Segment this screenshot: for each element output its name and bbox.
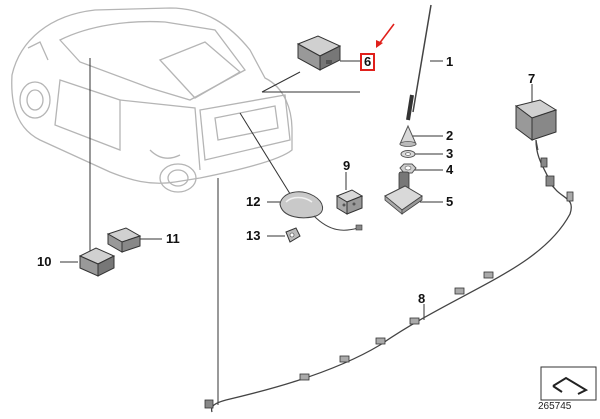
callout-2: 2 — [446, 128, 454, 143]
car-outline — [11, 7, 293, 193]
callout-13: 13 — [246, 228, 261, 243]
callout-6-highlighted: 6 — [360, 53, 376, 71]
diagram-symbol-icon — [540, 366, 597, 401]
callout-11: 11 — [166, 231, 180, 246]
diagram-number: 265745 — [538, 401, 572, 412]
antenna-module-icon — [296, 35, 342, 71]
callout-10: 10 — [37, 254, 52, 269]
clip-icon — [285, 227, 301, 243]
bracket-icon — [335, 189, 364, 215]
callout-1: 1 — [446, 54, 454, 69]
callout-4: 4 — [446, 162, 454, 177]
module-icon — [106, 227, 142, 253]
callout-5: 5 — [446, 194, 454, 209]
leader-lines — [60, 58, 533, 405]
antenna-amplifier-icon — [384, 171, 423, 215]
callout-12: 12 — [246, 194, 261, 209]
antenna-base-icon — [399, 124, 417, 147]
washer-icon — [400, 150, 416, 158]
callout-3: 3 — [446, 146, 454, 161]
callout-8: 8 — [418, 291, 426, 306]
red-arrow-icon — [376, 23, 395, 48]
holder-icon — [78, 247, 116, 277]
cable-harness-icon — [204, 139, 574, 413]
callout-7: 7 — [528, 71, 536, 86]
shark-fin-antenna-icon — [279, 191, 363, 231]
callout-9: 9 — [343, 158, 351, 173]
antenna-rod-icon — [406, 4, 432, 121]
amplifier-unit-icon — [514, 99, 558, 141]
